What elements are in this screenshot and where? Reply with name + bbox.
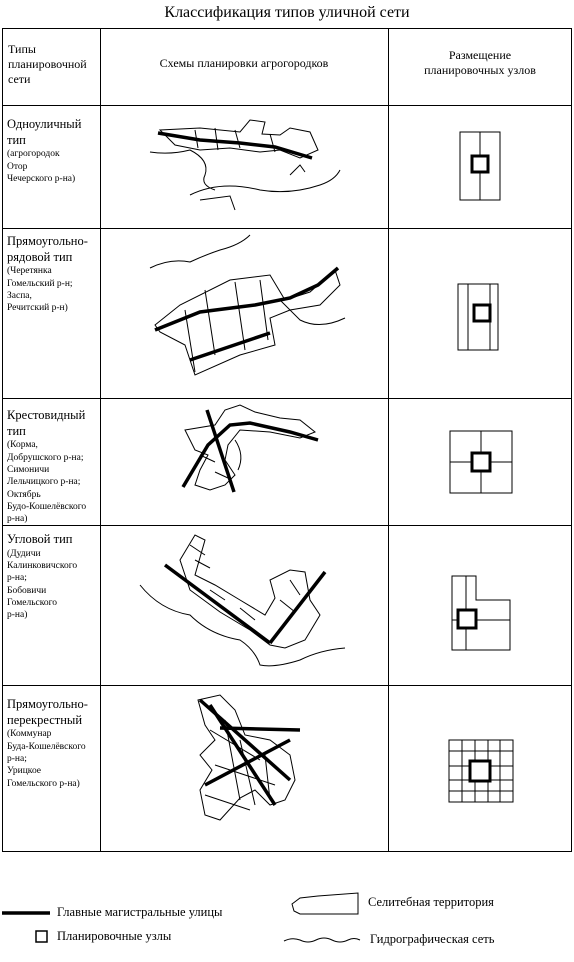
type-examples: (агрогородок Отор Чечерского р-на) [7, 149, 76, 184]
row-3-type: Крестовидный тип (Корма, Добрушского р-н… [7, 408, 100, 526]
row-4-type: Угловой тип (Дудичи Калинковичского р-на… [7, 532, 100, 622]
plan-rectangular-cross [197, 694, 301, 821]
type-examples: (Дудичи Калинковичского р-на; Бобовичи Г… [7, 548, 78, 621]
header-nodes: Размещение планировочных узлов [424, 48, 536, 77]
row-1-type: Одноуличный тип (агрогородок Отор Чечерс… [7, 117, 100, 185]
plan-rectangular-row [149, 234, 346, 376]
legend-residential-label: Селитебная территория [368, 895, 494, 909]
plan-corner [139, 534, 346, 667]
node-diagram-rectangular-row [457, 283, 499, 351]
header-schemes: Схемы планировки агрогородков [159, 56, 329, 70]
node-diagram-cross [449, 430, 513, 494]
row-5-type: Прямоугольно- перекрестный (Коммунар Буд… [7, 697, 100, 790]
type-name: Крестовидный тип [7, 408, 86, 438]
legend-main-streets-label: Главные магистральные улицы [57, 905, 223, 919]
legend-node-swatch [35, 930, 48, 943]
plan-cross [181, 404, 319, 493]
type-name: Угловой тип [7, 532, 73, 546]
type-name: Прямоугольно- рядовой тип [7, 234, 88, 264]
type-examples: (Коммунар Буда-Кошелёвского р-на; Урицко… [7, 729, 86, 789]
node-diagram-grid [448, 739, 514, 803]
legend-residential-swatch [291, 892, 359, 915]
type-examples: (Корма, Добрушского р-на; Симоничи Лельч… [7, 440, 87, 525]
row-2-type: Прямоугольно- рядовой тип (Черетянка Гом… [7, 234, 100, 315]
type-name: Прямоугольно- перекрестный [7, 697, 88, 727]
node-diagram-corner [451, 575, 511, 651]
legend-hydro-swatch [283, 937, 361, 943]
plan-single-street [149, 119, 341, 211]
legend-hydro-label: Гидрографическая сеть [370, 932, 495, 946]
type-name: Одноуличный тип [7, 117, 82, 147]
page-title: Классификация типов уличной сети [164, 4, 410, 21]
legend-nodes-label: Планировочные узлы [57, 929, 172, 943]
header-types: Типы планировочной сети [8, 42, 87, 86]
type-examples: (Черетянка Гомельский р-н; Заспа, Речитс… [7, 266, 73, 314]
node-diagram-single-street [459, 131, 501, 201]
